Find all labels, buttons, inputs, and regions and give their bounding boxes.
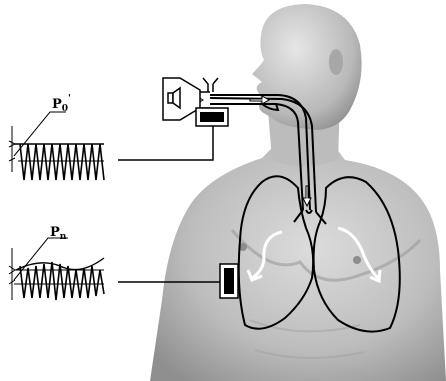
waveform-p0: P0' (9, 94, 104, 180)
waveform-pn-leader (14, 238, 68, 280)
label-pn: Pn (50, 225, 67, 242)
waveform-p0-leader (14, 112, 66, 156)
chest-sensor-core (224, 268, 234, 294)
ear (329, 49, 343, 75)
waveform-p0-signal (14, 144, 104, 180)
nipple-right (353, 256, 361, 264)
waveform-pn: Pn (9, 225, 104, 300)
mouth-sensor-core (200, 112, 224, 122)
waveform-pn-signal (20, 262, 104, 300)
waveform-pn-amplitude-mark (9, 248, 15, 300)
waveform-p0-amplitude-mark (9, 126, 15, 172)
torso (150, 140, 446, 381)
label-p0: P0' (52, 94, 71, 114)
tube-branch (203, 78, 218, 92)
mouth-sensor-lead (118, 126, 213, 160)
